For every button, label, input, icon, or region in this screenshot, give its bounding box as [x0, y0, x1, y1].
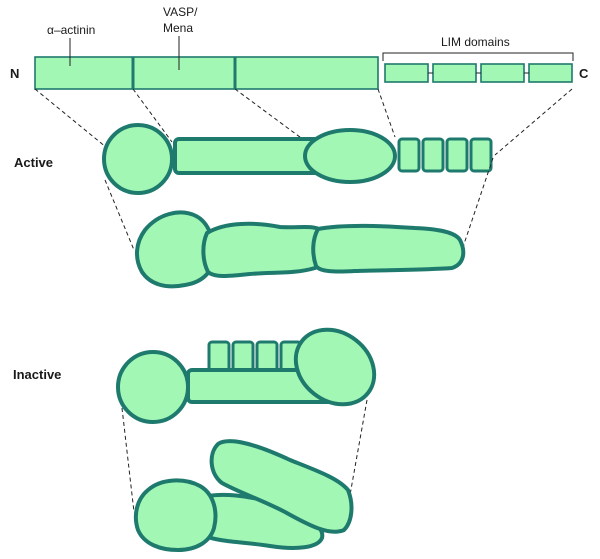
lim-domain-block — [445, 137, 469, 173]
lim-domain-2-box — [432, 63, 477, 83]
projection-line — [132, 88, 173, 143]
lim-domain-1-box — [384, 63, 429, 83]
vasp-binding-domain-rect — [173, 137, 322, 175]
active-label: Active — [14, 155, 53, 170]
inactive-state-group: Inactive — [13, 327, 377, 552]
active-state-group: Active — [14, 88, 573, 289]
lim-domains-bracket — [382, 52, 574, 61]
lim-domain-block — [469, 137, 493, 173]
alpha-actinin-domain-circle — [102, 123, 174, 195]
lim-domain-block — [397, 137, 421, 173]
lim-domain-4-box — [528, 63, 573, 83]
active-structure-middle-domain — [201, 221, 325, 278]
linear-domain-map: N C α–actinin VASP/ Mena LIM domains — [10, 5, 589, 90]
inactive-structure-upper-domain — [209, 439, 354, 534]
folded-c-terminal-ellipse — [293, 327, 377, 407]
lim-domain-block — [421, 137, 445, 173]
projection-line — [121, 407, 135, 513]
projection-line — [494, 88, 573, 156]
n-terminal-region-bar — [34, 56, 379, 90]
projection-line — [377, 88, 396, 138]
projection-line — [234, 88, 313, 147]
vasp-label-line2: Mena — [163, 21, 193, 35]
lim-domains-label: LIM domains — [441, 35, 510, 49]
alpha-actinin-label: α–actinin — [47, 23, 95, 37]
alpha-actinin-domain-circle — [116, 350, 190, 424]
projection-line — [104, 179, 135, 251]
active-structure-c-domain — [311, 223, 466, 274]
inactive-structure-n-domain — [133, 478, 218, 552]
lim-domain-3-box — [480, 63, 525, 83]
n-terminal-ellipse — [303, 128, 397, 184]
projection-line — [461, 157, 494, 251]
inactive-label: Inactive — [13, 367, 61, 382]
vasp-label-line1: VASP/ — [163, 5, 198, 19]
projection-line — [349, 399, 368, 496]
projection-line — [34, 88, 113, 153]
n-terminus-label: N — [10, 66, 19, 81]
c-terminus-label: C — [579, 66, 589, 81]
active-structure-n-domain — [135, 210, 216, 289]
